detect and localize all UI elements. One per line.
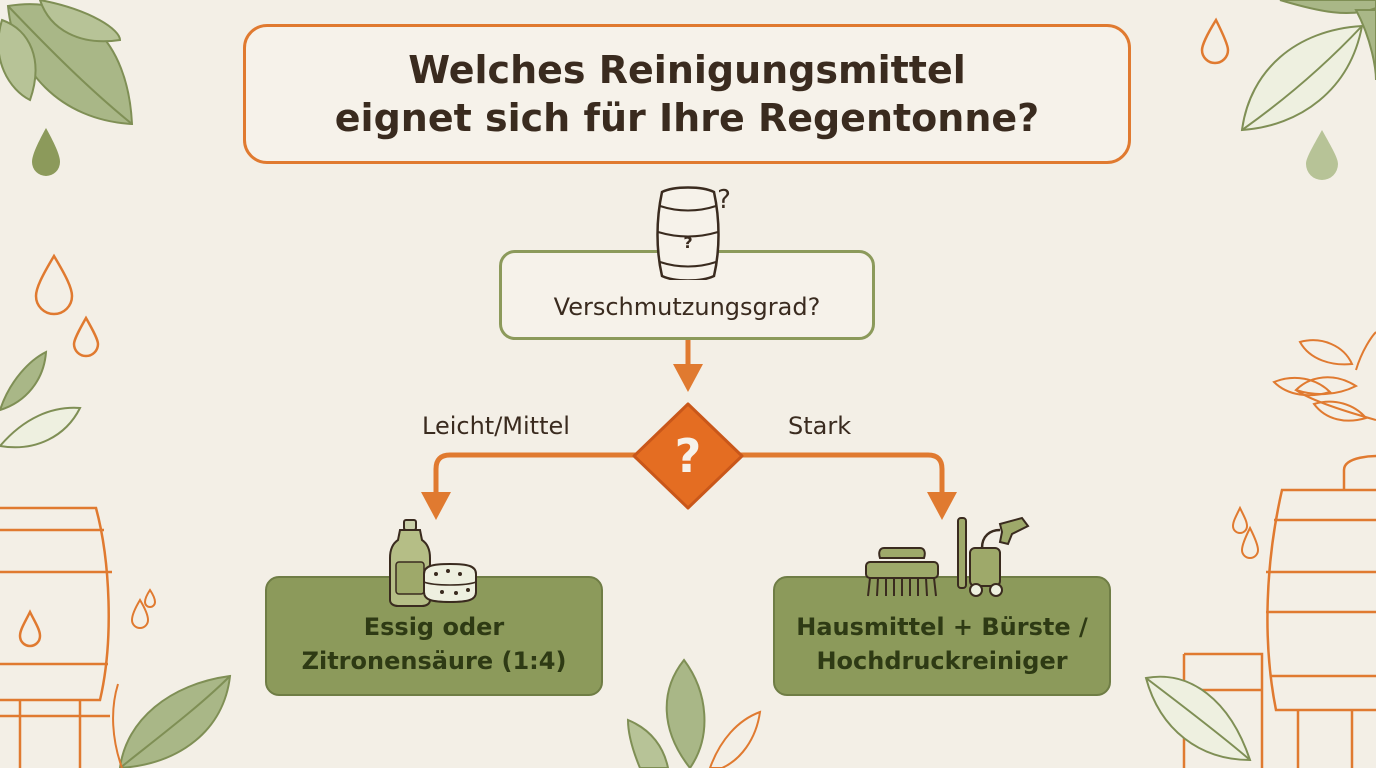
leaf-icon — [626, 658, 762, 768]
arrow-down-icon — [673, 340, 703, 392]
leaf-icon — [1272, 331, 1376, 422]
result-box-right: Hausmittel + Bürste / Hochdruckreiniger — [773, 576, 1111, 696]
question-text: Verschmutzungsgrad? — [553, 293, 821, 321]
title-line-2: eignet sich für Ihre Regentonne? — [334, 96, 1040, 140]
bottle-icon — [389, 519, 431, 607]
decision-symbol: ? — [674, 429, 702, 483]
barrel-question-icon: ? ? — [656, 185, 731, 280]
rain-barrel-icon — [1182, 454, 1376, 768]
water-drop-icon — [1240, 525, 1260, 559]
result-right-line-1: Hausmittel + Bürste / — [796, 613, 1088, 641]
leaf-icon — [1240, 24, 1364, 132]
water-drop-icon — [130, 598, 150, 629]
water-drop-icon — [72, 315, 100, 358]
title-line-1: Welches Reinigungsmittel — [408, 48, 966, 92]
water-drop-icon — [1200, 17, 1230, 65]
water-drop-icon — [1231, 505, 1249, 534]
pressure-washer-icon — [957, 516, 1030, 597]
result-left-line-1: Essig oder — [363, 613, 505, 641]
branch-right-connector — [740, 452, 957, 520]
branch-label-right: Stark — [788, 412, 852, 440]
rain-barrel-icon — [0, 506, 112, 768]
scrub-brush-icon — [865, 547, 939, 597]
leaf-icon — [38, 0, 122, 43]
leaf-icon — [1144, 675, 1252, 762]
result-right-line-2: Hochdruckreiniger — [816, 647, 1068, 675]
leaf-icon — [0, 350, 82, 449]
water-drop-icon — [143, 588, 157, 608]
sponge-icon — [423, 562, 477, 604]
leaf-icon — [112, 674, 232, 768]
leaf-icon — [0, 18, 37, 102]
thought-question-mark: ? — [717, 185, 731, 215]
branch-label-left: Leicht/Mittel — [422, 412, 570, 440]
water-drop-icon — [34, 253, 74, 316]
barrel-question-mark: ? — [683, 233, 692, 252]
water-drop-icon — [1306, 130, 1338, 180]
decision-diamond — [632, 402, 744, 510]
result-left-line-2: Zitronensäure (1:4) — [301, 647, 567, 675]
title-box: Welches Reinigungsmittel eignet sich für… — [243, 24, 1131, 164]
water-drop-icon — [32, 128, 60, 176]
branch-left-connector — [421, 452, 636, 520]
